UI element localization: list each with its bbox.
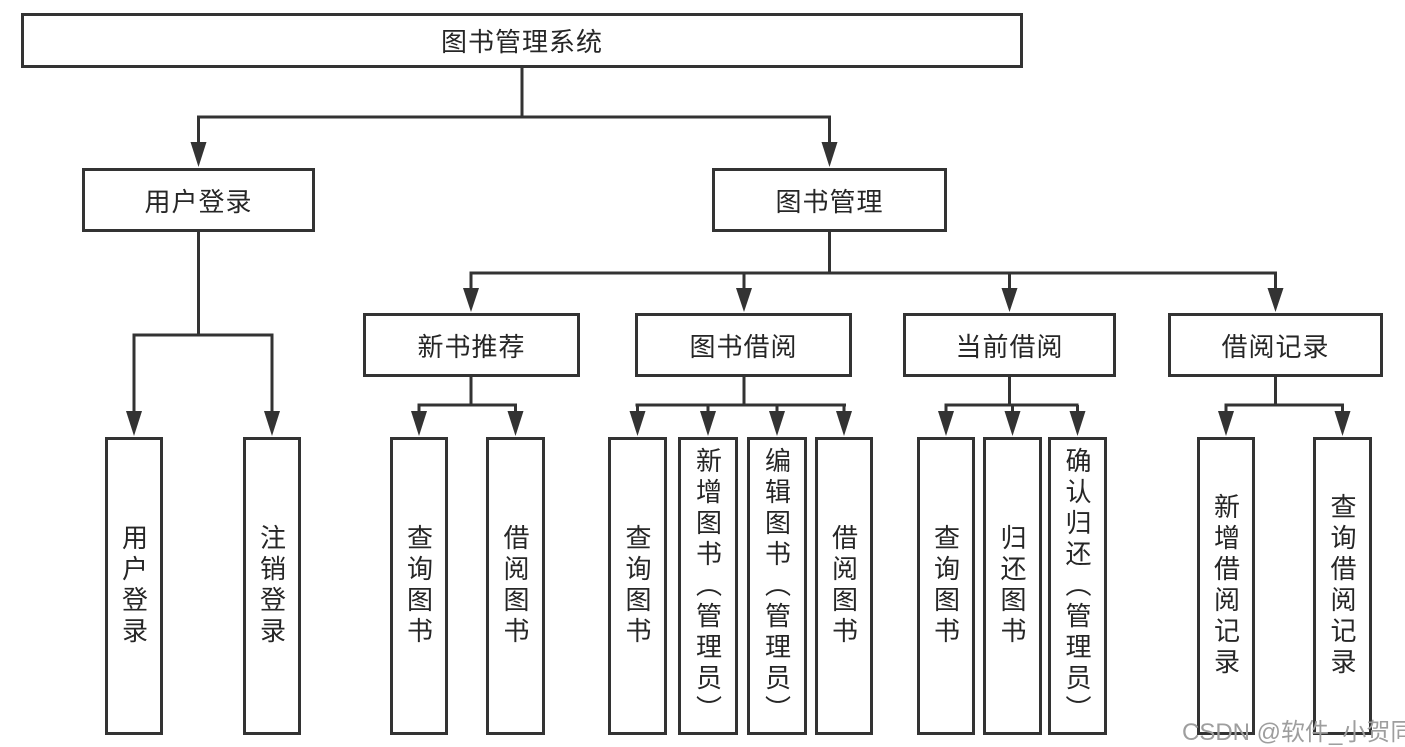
node-user-login: 用户登录 xyxy=(82,168,315,232)
node-recommend-borrow-books-label: 借阅图书 xyxy=(500,524,530,648)
node-manage-borrow-books-label: 借阅图书 xyxy=(828,524,859,648)
node-manage-query-books-label: 查询图书 xyxy=(622,524,652,648)
node-records-add-record-label: 新增借阅记录 xyxy=(1210,493,1241,679)
node-root: 图书管理系统 xyxy=(21,13,1023,68)
node-manage-edit-books: 编辑图书（管理员） xyxy=(747,437,807,735)
node-new-book-recommend: 新书推荐 xyxy=(363,313,580,377)
node-current-return-books: 归还图书 xyxy=(983,437,1042,735)
node-records-add-record: 新增借阅记录 xyxy=(1197,437,1255,735)
node-manage-add-books-label: 新增图书（管理员） xyxy=(692,446,723,726)
node-book-management-label: 图书管理 xyxy=(775,186,884,217)
node-recommend-query-books-label: 查询图书 xyxy=(403,524,434,648)
node-recommend-borrow-books: 借阅图书 xyxy=(486,437,545,735)
node-records-query-record: 查询借阅记录 xyxy=(1313,437,1372,735)
node-current-confirm-return: 确认归还（管理员） xyxy=(1048,437,1107,735)
watermark: CSDN @软件_小贺同学 xyxy=(1182,719,1405,746)
node-manage-edit-books-label: 编辑图书（管理员） xyxy=(761,446,792,726)
node-root-label: 图书管理系统 xyxy=(440,27,603,57)
node-leaf-logout-label: 注销登录 xyxy=(256,524,287,648)
node-current-query-books: 查询图书 xyxy=(917,437,975,735)
node-current-return-books-label: 归还图书 xyxy=(997,524,1027,648)
node-recommend-query-books: 查询图书 xyxy=(390,437,448,735)
node-current-confirm-return-label: 确认归还（管理员） xyxy=(1062,446,1092,726)
node-current-borrow: 当前借阅 xyxy=(903,313,1116,377)
node-manage-add-books: 新增图书（管理员） xyxy=(678,437,738,735)
node-leaf-user-login-label: 用户登录 xyxy=(118,524,149,648)
node-borrow-records: 借阅记录 xyxy=(1168,313,1383,377)
node-leaf-logout: 注销登录 xyxy=(243,437,301,735)
node-current-query-books-label: 查询图书 xyxy=(930,524,961,648)
node-book-borrow-label: 图书借阅 xyxy=(689,331,798,362)
node-book-borrow: 图书借阅 xyxy=(635,313,852,377)
node-book-management: 图书管理 xyxy=(712,168,947,232)
node-manage-borrow-books: 借阅图书 xyxy=(815,437,873,735)
node-new-book-recommend-label: 新书推荐 xyxy=(417,331,526,362)
node-manage-query-books: 查询图书 xyxy=(608,437,667,735)
node-user-login-label: 用户登录 xyxy=(144,186,253,217)
node-borrow-records-label: 借阅记录 xyxy=(1221,331,1330,362)
node-records-query-record-label: 查询借阅记录 xyxy=(1327,493,1357,679)
node-leaf-user-login: 用户登录 xyxy=(105,437,163,735)
node-current-borrow-label: 当前借阅 xyxy=(955,331,1064,362)
